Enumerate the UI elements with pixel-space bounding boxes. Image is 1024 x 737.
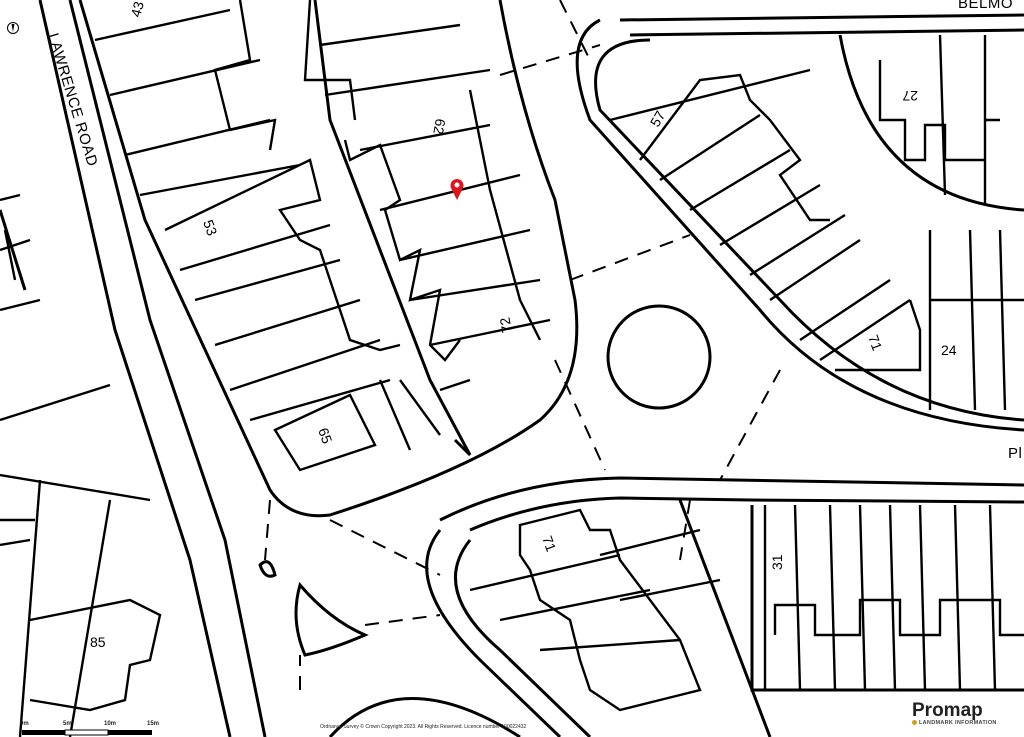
terrace-outline (750, 505, 1024, 692)
west-road-edge (0, 209, 27, 291)
inner-crescent (838, 34, 1024, 212)
house-number-43: 43 (127, 0, 147, 19)
road-name-right: Pl (1008, 445, 1022, 462)
house-number-72: 72 (496, 316, 514, 334)
house-number-24: 24 (941, 342, 957, 358)
right-plots (609, 34, 1024, 411)
road-name-top-right: BELMO (958, 0, 1013, 12)
lower-block-inner (454, 539, 592, 737)
house-number-57: 57 (647, 108, 669, 130)
house-number-65: 65 (315, 426, 335, 446)
dashed-boundaries (264, 0, 781, 690)
copyright-notice: Ordnance Survey © Crown Copyright 2023. … (320, 724, 527, 730)
lawrence-road-east-edge (68, 0, 267, 737)
lower-block-east (678, 499, 772, 737)
logo-subtitle: LANDMARK INFORMATION (919, 720, 997, 726)
central-plots (94, 0, 551, 472)
scale-label-10: 10m (104, 721, 117, 727)
west-plots (0, 193, 162, 737)
road-top-edge (619, 13, 1024, 22)
traffic-island (294, 581, 369, 657)
logo-dot-icon (912, 720, 917, 726)
lawrence-road-west-edge (38, 0, 232, 737)
scale-label-0: 0m (20, 721, 29, 727)
road-top-inner (629, 28, 1024, 37)
terrace-plots (763, 504, 1024, 691)
logo-brand: Promap (912, 700, 983, 721)
promap-logo: Promap LANDMARK INFORMATION (912, 700, 997, 726)
house-number-62: 62 (430, 117, 448, 135)
roundabout (606, 304, 712, 410)
house-number-85: 85 (90, 634, 106, 650)
scale-label-15: 15m (147, 721, 160, 727)
house-number-31: 31 (769, 554, 785, 570)
right-road-edge (575, 18, 1024, 432)
house-number-53: 53 (200, 218, 220, 238)
lower-road-inner-edge (469, 496, 1024, 532)
central-block-outline (78, 0, 579, 518)
house-number-27: 27 (902, 88, 918, 104)
lower-plots (469, 508, 721, 712)
scale-label-5: 5m (63, 721, 72, 727)
scale-bar (22, 729, 152, 736)
house-number-71-right: 71 (865, 333, 885, 353)
house-number-71-bottom: 71 (539, 534, 559, 554)
small-island (258, 560, 277, 578)
lower-road-north-edge (439, 476, 1024, 522)
right-block-outline (594, 38, 1024, 422)
lower-block-west (425, 529, 562, 737)
south-roundabout (328, 697, 521, 737)
north-arrow-icon (7, 22, 19, 34)
location-pin-icon[interactable] (450, 179, 464, 200)
